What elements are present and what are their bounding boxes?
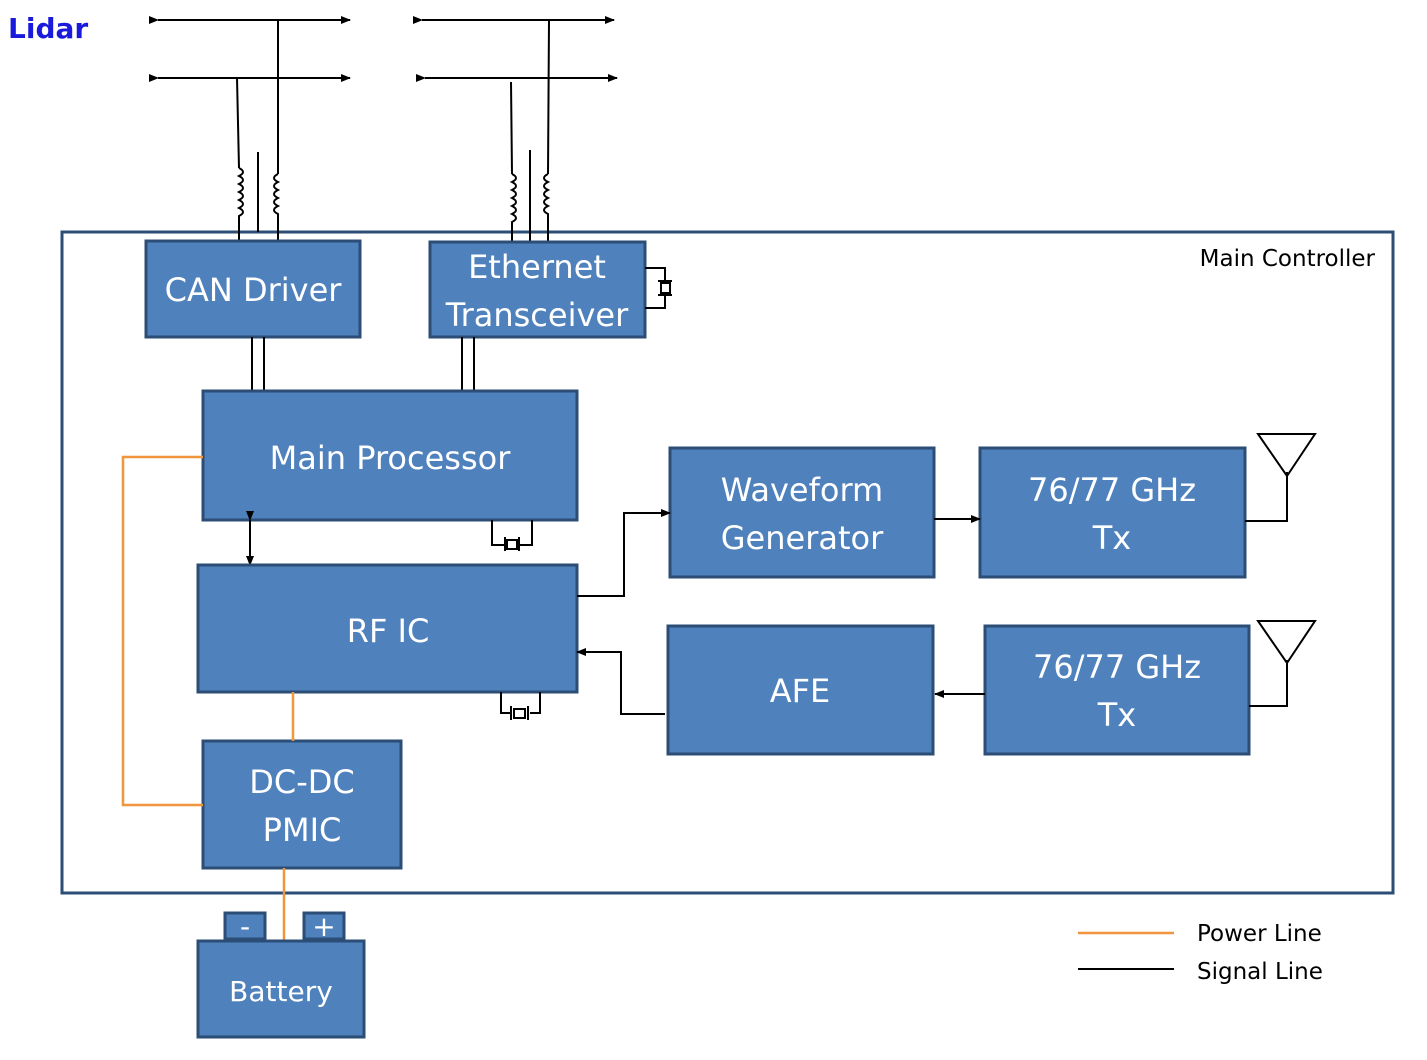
- ethernet-label-line2: Transceiver: [445, 296, 629, 334]
- can-common-mode-choke: [236, 167, 281, 240]
- battery-plus-terminal: +: [312, 910, 335, 943]
- rf-ic-crystal: [500, 692, 541, 720]
- tx-top-label-line1: 76/77 GHz: [1028, 471, 1196, 509]
- antenna-icon-top: [1245, 433, 1317, 522]
- tx-bottom-block: 76/77 GHz Tx: [983, 624, 1251, 756]
- ethernet-bus-lines: [413, 16, 618, 242]
- dcdc-label-line2: PMIC: [263, 811, 342, 849]
- ethernet-crystal: [645, 267, 672, 309]
- can-to-processor-bus: [251, 337, 265, 391]
- waveform-label-line1: Waveform: [721, 471, 883, 509]
- ethernet-transceiver-block: Ethernet Transceiver: [428, 240, 647, 339]
- battery-block: - + Battery: [196, 910, 366, 1039]
- can-driver-block: CAN Driver: [144, 239, 362, 339]
- waveform-generator-block: Waveform Generator: [668, 446, 936, 579]
- rfic-to-waveform-link: [577, 509, 671, 597]
- can-bus-lines: [149, 16, 351, 232]
- tx-bottom-label-line1: 76/77 GHz: [1033, 648, 1201, 686]
- ethernet-to-processor-bus: [461, 337, 475, 391]
- legend: Power Line Signal Line: [1078, 921, 1323, 985]
- power-lines: [121, 455, 295, 941]
- afe-block: AFE: [666, 624, 935, 756]
- afe-to-rfic-link: [576, 648, 665, 715]
- main-processor-crystal: [491, 520, 533, 551]
- battery-minus-terminal: -: [240, 910, 250, 943]
- main-processor-label: Main Processor: [270, 439, 512, 477]
- afe-label: AFE: [770, 672, 831, 710]
- battery-label: Battery: [229, 975, 333, 1008]
- antenna-icon-bottom: [1249, 620, 1317, 707]
- main-controller-boundary: [60, 230, 1395, 895]
- dcdc-label-line1: DC-DC: [249, 763, 355, 801]
- main-controller-label: Main Controller: [1200, 246, 1376, 272]
- ethernet-common-mode-choke: [509, 173, 551, 242]
- waveform-label-line2: Generator: [721, 519, 884, 557]
- can-driver-label: CAN Driver: [165, 271, 343, 309]
- rf-ic-block: RF IC: [196, 563, 579, 694]
- rf-ic-label: RF IC: [347, 612, 430, 650]
- tx-top-label-line2: Tx: [1092, 519, 1131, 557]
- main-processor-block: Main Processor: [201, 389, 579, 522]
- legend-power-label: Power Line: [1197, 921, 1322, 947]
- tx-bottom-label-line2: Tx: [1097, 696, 1136, 734]
- ethernet-label-line1: Ethernet: [468, 248, 606, 286]
- dcdc-pmic-block: DC-DC PMIC: [201, 739, 403, 870]
- tx-top-block: 76/77 GHz Tx: [978, 446, 1247, 579]
- legend-signal-label: Signal Line: [1197, 959, 1323, 985]
- diagram-title: Lidar: [8, 12, 88, 45]
